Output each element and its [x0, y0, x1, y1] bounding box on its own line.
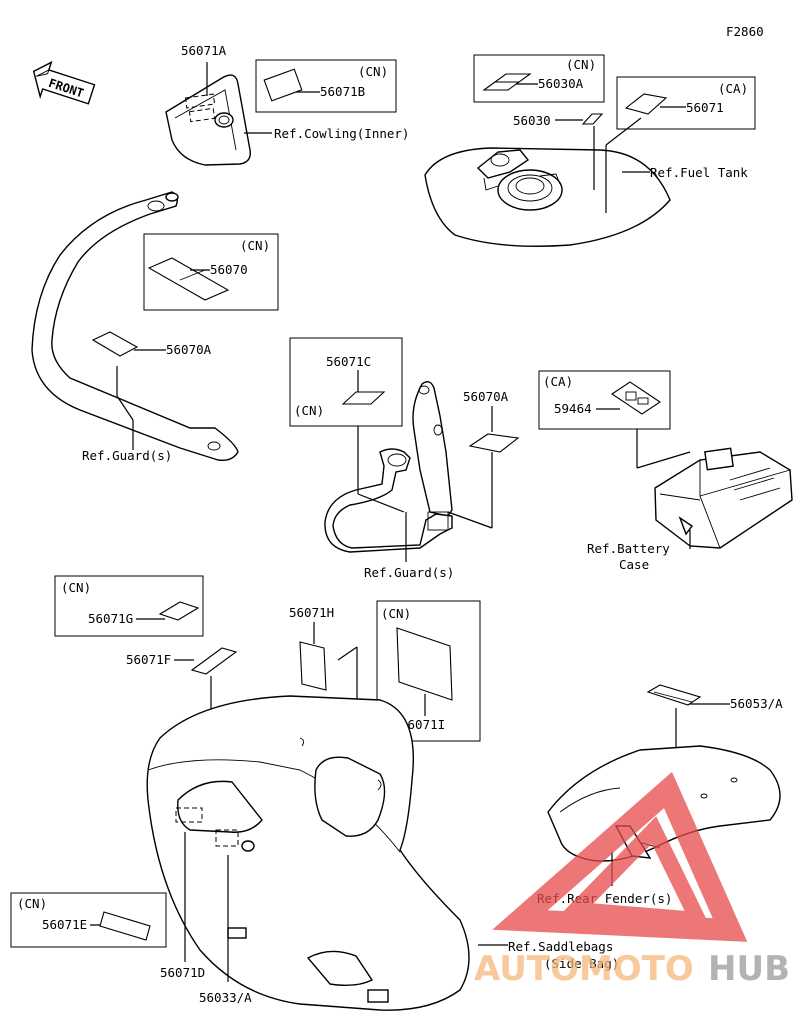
watermark-automoto: AUTOMOTO — [474, 949, 694, 989]
ref-saddlebags-line1: Ref.Saddlebags — [508, 939, 613, 954]
part-56071G: 56071G — [88, 611, 133, 626]
part-56071D: 56071D — [160, 965, 205, 980]
ref-battery-line2: Case — [619, 557, 649, 572]
label-56071B — [263, 68, 303, 102]
ref-cowling: Ref.Cowling(Inner) — [274, 126, 409, 141]
label-56071C — [341, 391, 386, 405]
label-56070A-mid — [468, 433, 520, 453]
label-56071I — [396, 627, 453, 701]
label-56030 — [581, 113, 604, 125]
cn-tag-56071C: (CN) — [294, 403, 324, 418]
ca-tag-56071: (CA) — [718, 81, 748, 96]
part-56071A: 56071A — [181, 43, 227, 58]
part-56071B: 56071B — [320, 84, 365, 99]
cn-box-56071C — [289, 337, 403, 427]
part-56071I: 56071I — [400, 717, 445, 732]
part-56030: 56030 — [513, 113, 551, 128]
label-56071G — [158, 601, 200, 621]
label-56071E — [99, 911, 151, 941]
label-56070A-left — [91, 331, 139, 357]
part-56033A: 56033/A — [199, 990, 252, 1005]
ref-saddlebags-line2: (Side Bag) — [544, 956, 619, 971]
cn-box-56030A — [473, 54, 605, 103]
ref-guard-mid: Ref.Guard(s) — [364, 565, 454, 580]
ref-guard-left: Ref.Guard(s) — [82, 448, 172, 463]
part-56070A-mid: 56070A — [463, 389, 509, 404]
battery-case-part — [654, 447, 793, 549]
part-56071E: 56071E — [42, 917, 87, 932]
label-56071F — [190, 647, 238, 675]
part-56071F: 56071F — [126, 652, 171, 667]
part-56070: 56070 — [210, 262, 248, 277]
label-56070 — [147, 257, 230, 301]
left-guard-part — [31, 191, 239, 462]
cn-tag-56070: (CN) — [240, 238, 270, 253]
part-56070A-left: 56070A — [166, 342, 212, 357]
front-arrow-icon: FRONT — [32, 60, 96, 105]
watermark-hub: HUB — [708, 949, 790, 989]
cn-tag-56071G: (CN) — [61, 580, 91, 595]
label-56071 — [624, 93, 668, 115]
cn-tag-56071I: (CN) — [381, 606, 411, 621]
ca-tag-59464: (CA) — [543, 374, 573, 389]
part-56053A: 56053/A — [730, 696, 783, 711]
saddlebag-part — [146, 695, 470, 1011]
part-56071H: 56071H — [289, 605, 334, 620]
fuel-tank-part — [424, 147, 671, 247]
ref-fuel-tank: Ref.Fuel Tank — [650, 165, 748, 180]
part-56030A: 56030A — [538, 76, 584, 91]
part-59464: 59464 — [554, 401, 592, 416]
cn-tag-56030A: (CN) — [566, 57, 596, 72]
cowling-inner-part — [165, 74, 251, 166]
ref-rear-fender: Ref.Rear Fender(s) — [537, 891, 672, 906]
watermark-logo: AUTOMOTO HUB — [474, 771, 790, 989]
label-56053A — [646, 684, 702, 706]
cn-tag-56071B: (CN) — [358, 64, 388, 79]
label-56071H — [299, 641, 327, 691]
cn-tag-56071E: (CN) — [17, 896, 47, 911]
part-56071: 56071 — [686, 100, 724, 115]
part-56071C: 56071C — [326, 354, 371, 369]
figure-code: F2860 — [726, 24, 764, 39]
ref-battery-line1: Ref.Battery — [587, 541, 670, 556]
